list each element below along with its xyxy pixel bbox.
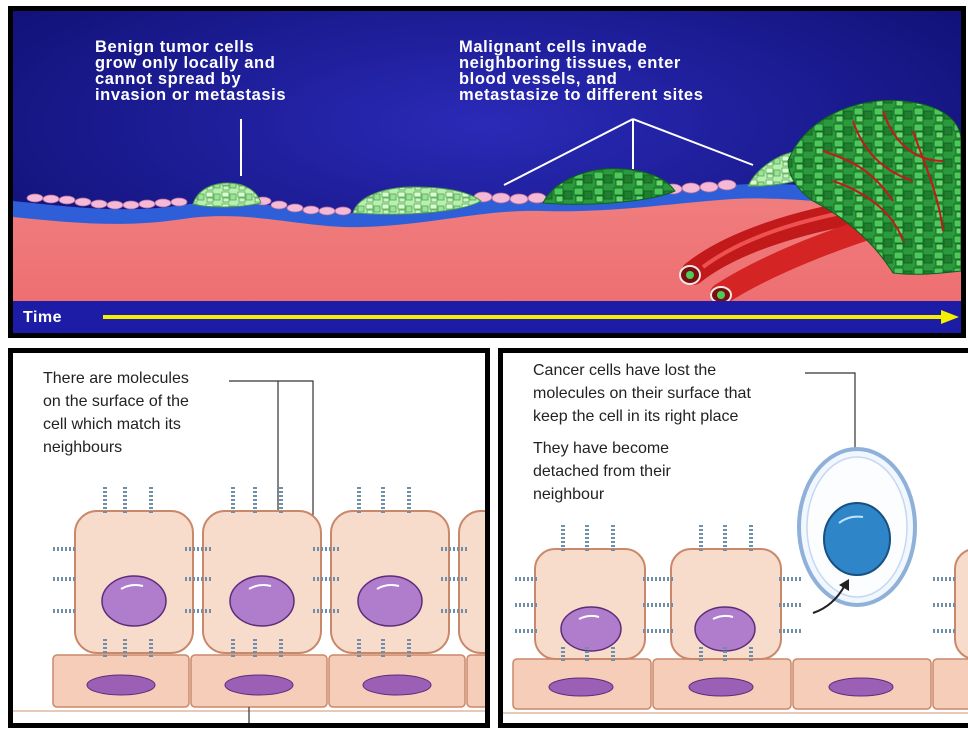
time-label: Time [23, 309, 62, 327]
basal-cell-layer [53, 655, 485, 707]
detached-cancer-cell [799, 449, 915, 605]
malignant-caption: Malignant cells invade neighboring tissu… [459, 39, 704, 103]
detached-caption: They have become detached from their nei… [533, 437, 671, 506]
basal-cell-layer [513, 659, 968, 709]
epithelial-cells [75, 511, 485, 653]
tumor-progression-panel: Benign tumor cells grow only locally and… [8, 6, 966, 338]
surface-molecules-caption: There are molecules on the surface of th… [43, 367, 189, 459]
normal-cells-panel: There are molecules on the surface of th… [8, 348, 490, 728]
benign-caption: Benign tumor cells grow only locally and… [95, 39, 286, 103]
cancer-cells-panel: Cancer cells have lost the molecules on … [498, 348, 968, 728]
lost-molecules-caption: Cancer cells have lost the molecules on … [533, 359, 751, 428]
lost-caption-pointer [805, 373, 855, 449]
